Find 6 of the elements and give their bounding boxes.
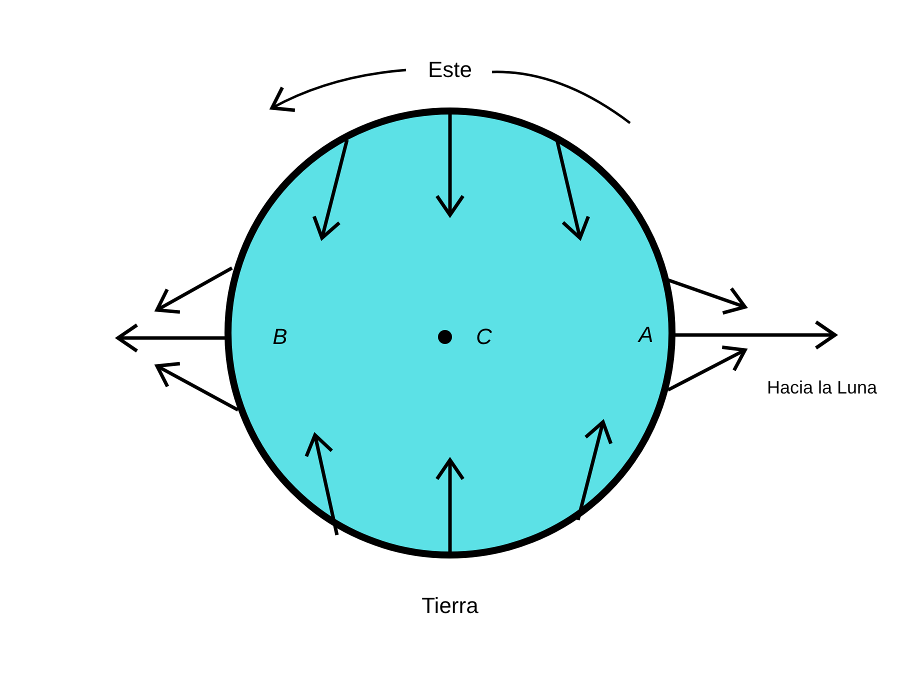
earth-label: Tierra [422,593,478,619]
point-label: A [638,322,654,348]
direction-label: Este [428,57,472,83]
point-label: C [476,324,492,350]
point-label: B [272,324,288,350]
direction-label: Hacia la Luna [766,378,878,398]
